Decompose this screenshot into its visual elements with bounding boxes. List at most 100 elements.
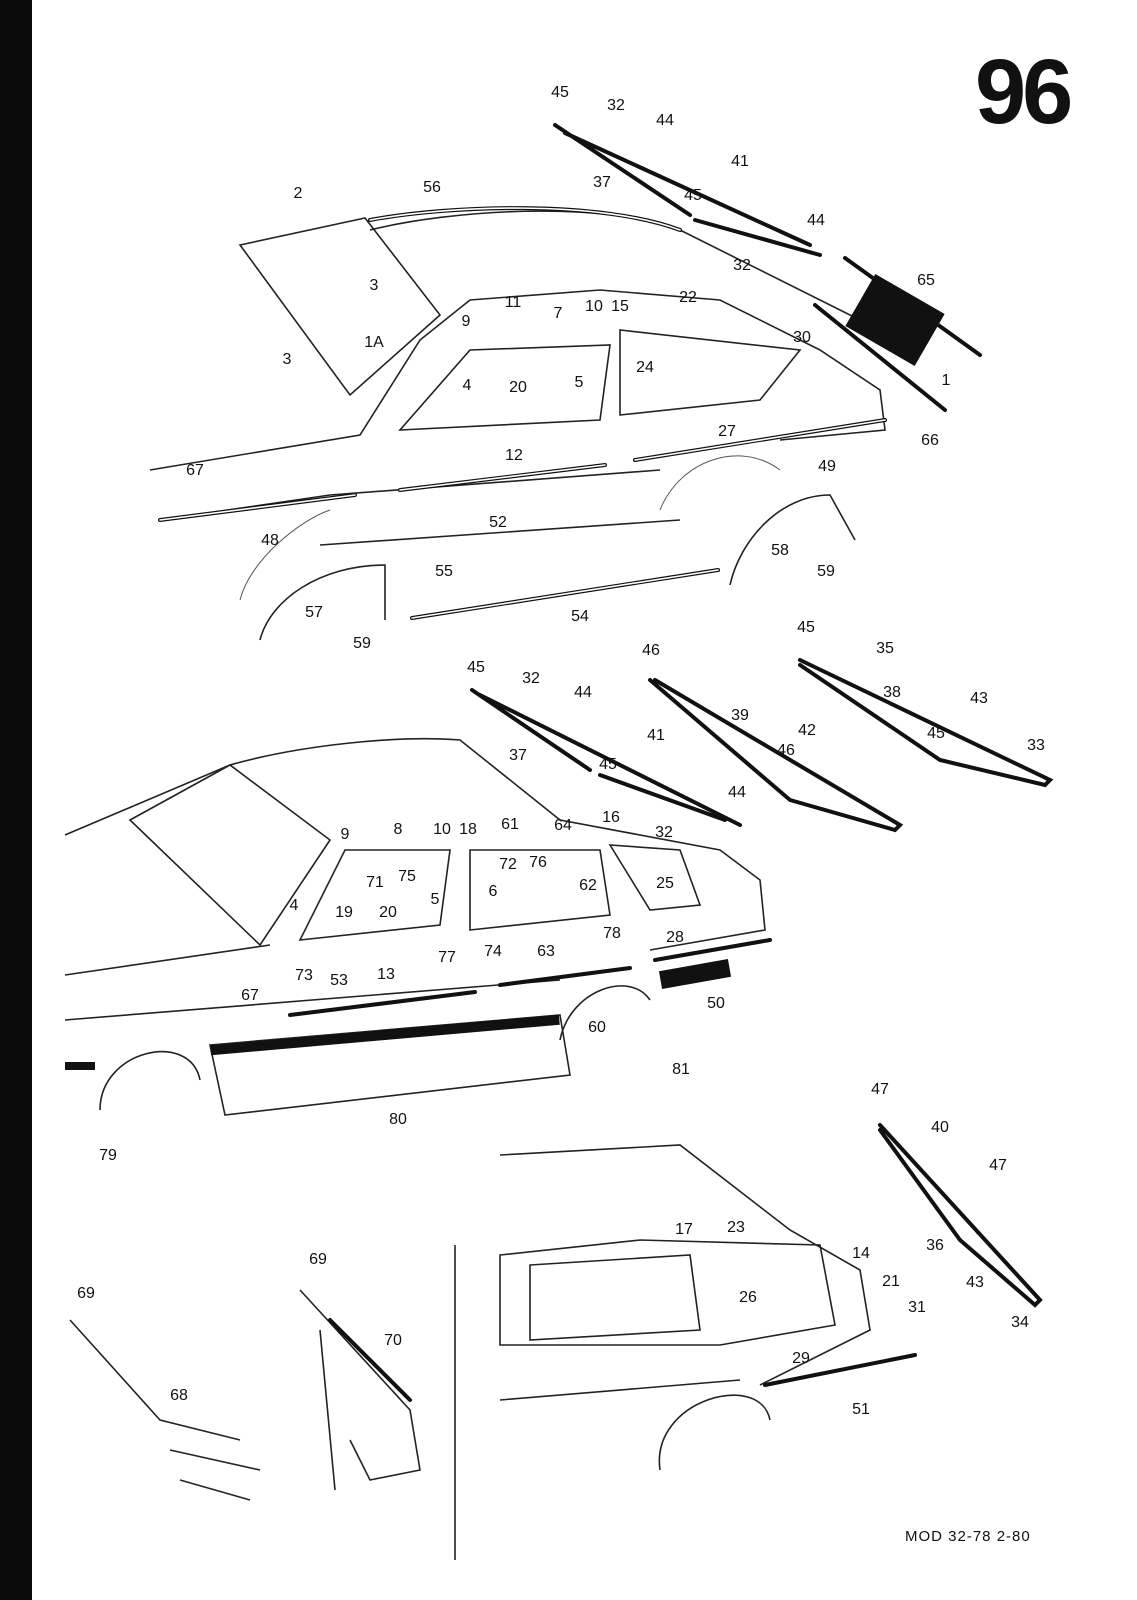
part-label-47: 47 [871, 1081, 889, 1098]
part-label-1A: 1A [364, 334, 384, 351]
car-hatchback-outline [64, 737, 772, 1116]
part-label-66: 66 [921, 432, 939, 449]
part-label-26: 26 [739, 1289, 757, 1306]
part-label-56: 56 [423, 179, 441, 196]
part-label-69: 69 [77, 1285, 95, 1302]
part-label-50: 50 [707, 995, 725, 1012]
part-label-11: 11 [505, 294, 522, 311]
part-label-32: 32 [733, 257, 751, 274]
part-label-30: 30 [793, 329, 811, 346]
part-label-60: 60 [588, 1019, 606, 1036]
part-label-43: 43 [970, 690, 988, 707]
part-label-65: 65 [917, 272, 935, 289]
part-label-67: 67 [241, 987, 259, 1004]
part-label-44: 44 [656, 112, 674, 129]
part-label-68: 68 [170, 1387, 188, 1404]
part-label-28: 28 [666, 929, 684, 946]
part-label-45: 45 [599, 756, 617, 773]
part-label-40: 40 [931, 1119, 949, 1136]
part-label-44: 44 [728, 784, 746, 801]
part-label-49: 49 [818, 458, 836, 475]
part-label-70: 70 [384, 1332, 402, 1349]
part-label-12: 12 [505, 447, 523, 464]
part-label-72: 72 [499, 856, 517, 873]
part-label-13: 13 [377, 966, 395, 983]
page-binding-edge [0, 0, 32, 1600]
part-label-71: 71 [366, 874, 384, 891]
part-label-32: 32 [522, 670, 540, 687]
part-label-62: 62 [579, 877, 597, 894]
part-label-38: 38 [883, 684, 901, 701]
part-label-51: 51 [852, 1401, 870, 1418]
part-label-37: 37 [509, 747, 527, 764]
part-label-23: 23 [727, 1219, 745, 1236]
page-number: 96 [975, 41, 1073, 143]
window-frame-moldings [470, 658, 1054, 1308]
part-label-45: 45 [684, 187, 702, 204]
part-label-76: 76 [529, 854, 547, 871]
part-label-58: 58 [771, 542, 789, 559]
part-label-19: 19 [335, 904, 353, 921]
part-label-3: 3 [370, 277, 379, 294]
part-label-9: 9 [462, 313, 471, 330]
part-label-6: 6 [489, 883, 498, 900]
part-label-39: 39 [731, 707, 749, 724]
part-label-21: 21 [882, 1273, 900, 1290]
part-label-9: 9 [341, 826, 350, 843]
part-label-45: 45 [797, 619, 815, 636]
part-label-47: 47 [989, 1157, 1007, 1174]
estate-car-outline [454, 1144, 917, 1560]
part-label-64: 64 [554, 817, 572, 834]
part-label-48: 48 [261, 532, 279, 549]
part-label-20: 20 [379, 904, 397, 921]
part-label-36: 36 [926, 1237, 944, 1254]
part-label-52: 52 [489, 514, 507, 531]
part-label-16: 16 [602, 809, 620, 826]
part-label-43: 43 [966, 1274, 984, 1291]
part-label-4: 4 [290, 897, 299, 914]
part-label-41: 41 [731, 153, 749, 170]
rear-detail-views [69, 1289, 421, 1501]
part-label-27: 27 [718, 423, 736, 440]
part-label-53: 53 [330, 972, 348, 989]
part-label-46: 46 [642, 642, 660, 659]
part-label-34: 34 [1011, 1314, 1029, 1331]
part-label-54: 54 [571, 608, 589, 625]
part-label-10: 10 [433, 821, 451, 838]
part-label-55: 55 [435, 563, 453, 580]
part-label-46: 46 [777, 742, 795, 759]
part-label-59: 59 [353, 635, 371, 652]
part-label-17: 17 [675, 1221, 693, 1238]
part-label-44: 44 [574, 684, 592, 701]
part-label-45: 45 [927, 725, 945, 742]
part-label-14: 14 [852, 1245, 870, 1262]
part-label-45: 45 [551, 84, 569, 101]
part-label-44: 44 [807, 212, 825, 229]
coupe-moldings [158, 123, 982, 641]
part-label-20: 20 [509, 379, 527, 396]
part-label-7: 7 [554, 305, 563, 322]
part-label-8: 8 [394, 821, 403, 838]
part-label-57: 57 [305, 604, 323, 621]
part-label-4: 4 [463, 377, 472, 394]
part-label-67: 67 [186, 462, 204, 479]
part-label-69: 69 [309, 1251, 327, 1268]
part-label-77: 77 [438, 949, 456, 966]
part-label-80: 80 [389, 1111, 407, 1128]
car-coupe-outline [149, 210, 886, 601]
part-label-32: 32 [655, 824, 673, 841]
part-label-42: 42 [798, 722, 816, 739]
part-label-22: 22 [679, 289, 697, 306]
part-label-35: 35 [876, 640, 894, 657]
diagram-reference: MOD 32-78 2-80 [905, 1528, 1031, 1545]
part-label-73: 73 [295, 967, 313, 984]
part-label-75: 75 [398, 868, 416, 885]
part-label-29: 29 [792, 1350, 810, 1367]
part-label-3: 3 [283, 351, 292, 368]
part-label-74: 74 [484, 943, 502, 960]
part-label-2: 2 [294, 185, 303, 202]
part-label-5: 5 [431, 891, 440, 908]
part-label-45: 45 [467, 659, 485, 676]
